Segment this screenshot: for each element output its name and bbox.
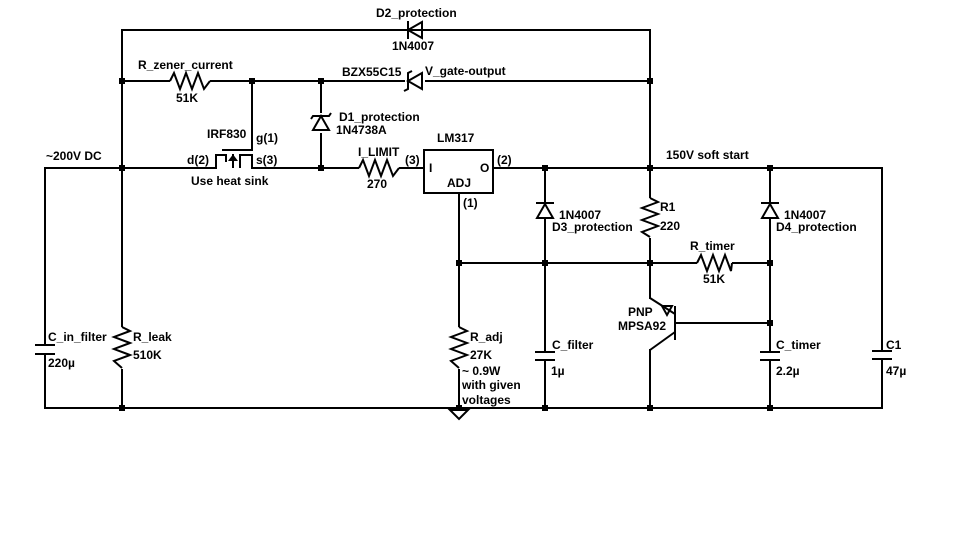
output-voltage-label: 150V soft start [666, 148, 749, 162]
junction-dot [542, 260, 548, 266]
r-adj-note-line2: with given [461, 378, 521, 392]
junction-dot [318, 78, 324, 84]
r-adj-name-label: R_adj [470, 330, 503, 344]
i-limit-value-label: 270 [367, 177, 387, 191]
zener-name-label: V_gate-output [425, 64, 506, 78]
regulator-pin-out-label: O [480, 161, 489, 175]
junction-dot [318, 165, 324, 171]
r-zener-value-label: 51K [176, 91, 198, 105]
junction-dot [647, 260, 653, 266]
c-in-name-label: C_in_filter [48, 330, 107, 344]
c1-name-label: C1 [886, 338, 902, 352]
junction-dot [767, 260, 773, 266]
diode-d2-symbol [405, 20, 423, 40]
c-filter-value-label: 1µ [551, 364, 565, 378]
d1-name-label: D1_protection [339, 110, 420, 124]
mosfet-note-label: Use heat sink [191, 174, 269, 188]
resistor-r-timer-symbol [696, 252, 733, 274]
mosfet-source-label: s(3) [256, 153, 277, 167]
transistor-pnp-symbol [649, 297, 676, 351]
junction-dot [542, 165, 548, 171]
transistor-type-label: PNP [628, 305, 653, 319]
resistor-r-leak-symbol [111, 326, 133, 369]
r-zener-name-label: R_zener_current [138, 58, 233, 72]
transistor-part-label: MPSA92 [618, 319, 666, 333]
r-timer-value-label: 51K [703, 272, 725, 286]
junction-dot [456, 260, 462, 266]
regulator-pin-in-label: I [429, 161, 432, 175]
r-timer-name-label: R_timer [690, 239, 735, 253]
r-leak-name-label: R_leak [133, 330, 172, 344]
resistor-i-limit-symbol [358, 157, 400, 179]
mosfet-part-label: IRF830 [207, 127, 247, 141]
regulator-pin-adj-label: ADJ [447, 176, 471, 190]
ground-symbol [447, 409, 471, 421]
junction-dot [249, 78, 255, 84]
regulator-pin-in-num: (3) [405, 153, 420, 167]
r-adj-note-line3: voltages [462, 393, 511, 407]
c-filter-name-label: C_filter [552, 338, 594, 352]
resistor-r1-symbol [639, 197, 661, 238]
junction-dot [647, 78, 653, 84]
capacitor-c-in-symbol [35, 344, 55, 355]
r-leak-value-label: 510K [133, 348, 162, 362]
d3-part-label: 1N4007 [559, 208, 601, 222]
c-timer-name-label: C_timer [776, 338, 821, 352]
capacitor-c1-symbol [872, 350, 892, 360]
junction-dot [767, 165, 773, 171]
r-adj-note-line1: ~ 0.9W [462, 364, 501, 378]
c-in-value-label: 220µ [48, 356, 75, 370]
d3-name-label: D3_protection [552, 220, 633, 234]
zener-d1-symbol [310, 112, 332, 133]
mosfet-gate-label: g(1) [256, 131, 278, 145]
r-adj-value-label: 27K [470, 348, 492, 362]
d2-part-label: 1N4007 [392, 39, 434, 53]
capacitor-c-filter-symbol [535, 351, 555, 361]
junction-dot [647, 165, 653, 171]
resistor-r-adj-symbol [448, 326, 470, 369]
junction-dot [767, 320, 773, 326]
junction-dot [119, 78, 125, 84]
regulator-pin-out-num: (2) [497, 153, 512, 167]
mosfet-irf830-symbol [215, 149, 253, 168]
c1-value-label: 47µ [886, 364, 906, 378]
wires [44, 29, 883, 409]
junction-dot [647, 405, 653, 411]
zener-part-label: BZX55C15 [342, 65, 402, 79]
c-timer-value-label: 2.2µ [776, 364, 800, 378]
regulator-part-label: LM317 [437, 131, 475, 145]
mosfet-drain-label: d(2) [187, 153, 209, 167]
input-voltage-label: ~200V DC [46, 149, 102, 163]
junction-dot [542, 405, 548, 411]
diode-d3-symbol [535, 201, 555, 219]
regulator-lm317-symbol [423, 149, 494, 194]
junction-dot [767, 405, 773, 411]
capacitor-c-timer-symbol [760, 351, 780, 361]
d4-name-label: D4_protection [776, 220, 857, 234]
regulator-pin-adj-num: (1) [463, 196, 478, 210]
r1-name-label: R1 [660, 200, 676, 214]
d4-part-label: 1N4007 [784, 208, 826, 222]
d2-name-label: D2_protection [376, 6, 457, 20]
d1-part-label: 1N4738A [336, 123, 387, 137]
resistor-r-zener-symbol [169, 70, 211, 92]
diode-d4-symbol [760, 201, 780, 219]
junction-dot [456, 405, 462, 411]
junction-dot [119, 405, 125, 411]
i-limit-name-label: I_LIMIT [358, 145, 400, 159]
r1-value-label: 220 [660, 219, 680, 233]
zener-bzx55c15-symbol [403, 70, 425, 92]
junctions [119, 78, 773, 411]
junction-dot [119, 165, 125, 171]
